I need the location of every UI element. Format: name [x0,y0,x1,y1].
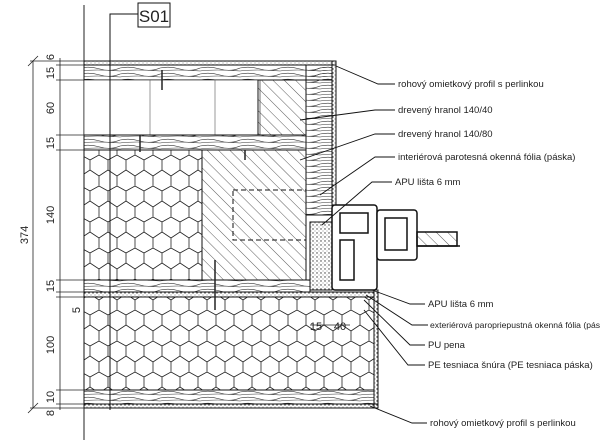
label-timber-140-40: drevený hranol 140/40 [398,105,493,116]
screws [139,70,246,310]
dim-layer: 15 [45,67,57,79]
pu-foam [309,221,333,291]
board-bottom [83,389,375,405]
dim-joint: 15 [310,321,322,333]
label-apu-top: APU lišta 6 mm [395,177,461,188]
insulation-upper [83,149,203,281]
timber-140-80 [201,149,307,281]
dim-layer: 6 [45,54,57,60]
label-timber-140-80: drevený hranol 140/80 [398,129,493,140]
label-exterior-foil: exteriérová paropriepustná okenná fólia … [430,320,600,330]
section-tag-box [137,2,171,28]
corner-plaster [331,60,337,219]
dim-layer: 140 [45,206,57,224]
dim-layer: 8 [45,410,57,416]
insulation-lower [83,296,375,391]
dim-layer: 60 [45,102,57,114]
timber-140-40 [257,79,307,136]
dim-layer: 5 [71,307,83,313]
leader-lines [299,65,428,424]
plaster-edge [373,289,379,409]
window-frame [331,204,460,291]
dim-layer: 15 [45,137,57,149]
inner-lining [305,64,333,216]
top-board [83,60,337,136]
apu-layer [83,291,375,298]
label-corner-profile-top: rohový omietkový profil s perlinkou [398,79,544,90]
label-apu-bottom: APU lišta 6 mm [428,299,494,310]
label-corner-profile-bottom: rohový omietkový profil s perlinkou [430,418,576,429]
section-line [109,13,140,410]
dim-total: 374 [19,226,31,244]
label-pu-foam: PU pena [428,340,466,351]
board-lower [83,279,311,293]
plaster-bottom [83,403,379,409]
section-tag: S01 [139,7,169,26]
dim-layer: 10 [45,391,57,403]
dim-layer: 15 [45,280,57,292]
dimension-lines [27,55,350,414]
dim-layer: 100 [45,336,57,354]
dim-joint: 40 [334,321,346,333]
label-interior-foil: interiérová parotesná okenná fólia (pásk… [398,152,575,163]
label-pe-cord: PE tesniaca šnúra (PE tesniaca páska) [428,360,593,371]
board-middle [83,134,307,151]
